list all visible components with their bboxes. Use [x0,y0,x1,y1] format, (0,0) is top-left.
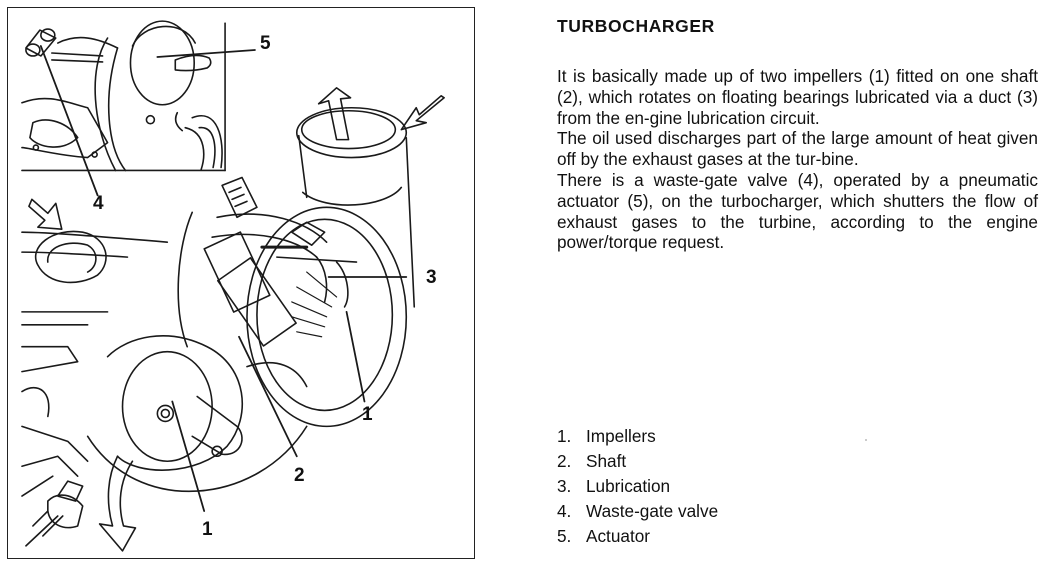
inset-detail [21,20,226,172]
callout-4: 4 [93,193,104,214]
turbo-body [21,176,408,547]
legend-item: 4. Waste-gate valve [557,499,718,524]
callout-lines [39,45,408,512]
callout-1-upper: 1 [362,404,373,425]
callout-5: 5 [260,33,271,54]
down-arrow-icon [28,198,63,231]
turbocharger-figure: 5 4 3 1 2 1 [7,7,475,559]
turbocharger-drawing [21,20,445,552]
paragraph-waste-gate: There is a waste-gate valve (4), operate… [557,169,1038,253]
legend-item: 1. Impellers [557,424,718,449]
callout-3: 3 [426,267,437,288]
legend-label: Actuator [586,526,651,546]
legend-number: 2. [557,451,572,471]
section-body: It is basically made up of two impellers… [557,66,1038,253]
actuator-body [129,20,195,106]
legend-item: 5. Actuator [557,524,718,549]
parts-legend: 1. Impellers 2. Shaft 3. Lubrication 4. Wast… [557,424,718,549]
paragraph-impellers: It is basically made up of two impellers… [557,66,1038,128]
section-title: TURBOCHARGER [557,16,715,36]
legend-label: Waste-gate valve [586,501,719,521]
legend-number: 5. [557,526,572,546]
legend-number: 1. [557,426,572,446]
exhaust-arrow-icon [98,455,137,552]
up-arrow-icon [317,87,352,141]
legend-item: 2. Shaft [557,449,718,474]
legend-item: 3. Lubrication [557,474,718,499]
callout-1-lower: 1 [202,519,213,540]
scan-speck [865,439,867,441]
legend-label: Impellers [586,426,656,446]
compressor-housing [295,106,416,308]
inlet-arrow-icon [400,95,445,131]
legend-number: 4. [557,501,572,521]
actuator-hose [174,54,212,72]
flow-arrows [28,87,445,552]
callout-2: 2 [294,465,305,486]
legend-label: Lubrication [586,476,671,496]
paragraph-oil: The oil used discharges part of the larg… [557,128,1038,170]
legend-number: 3. [557,476,572,496]
legend-label: Shaft [586,451,627,471]
